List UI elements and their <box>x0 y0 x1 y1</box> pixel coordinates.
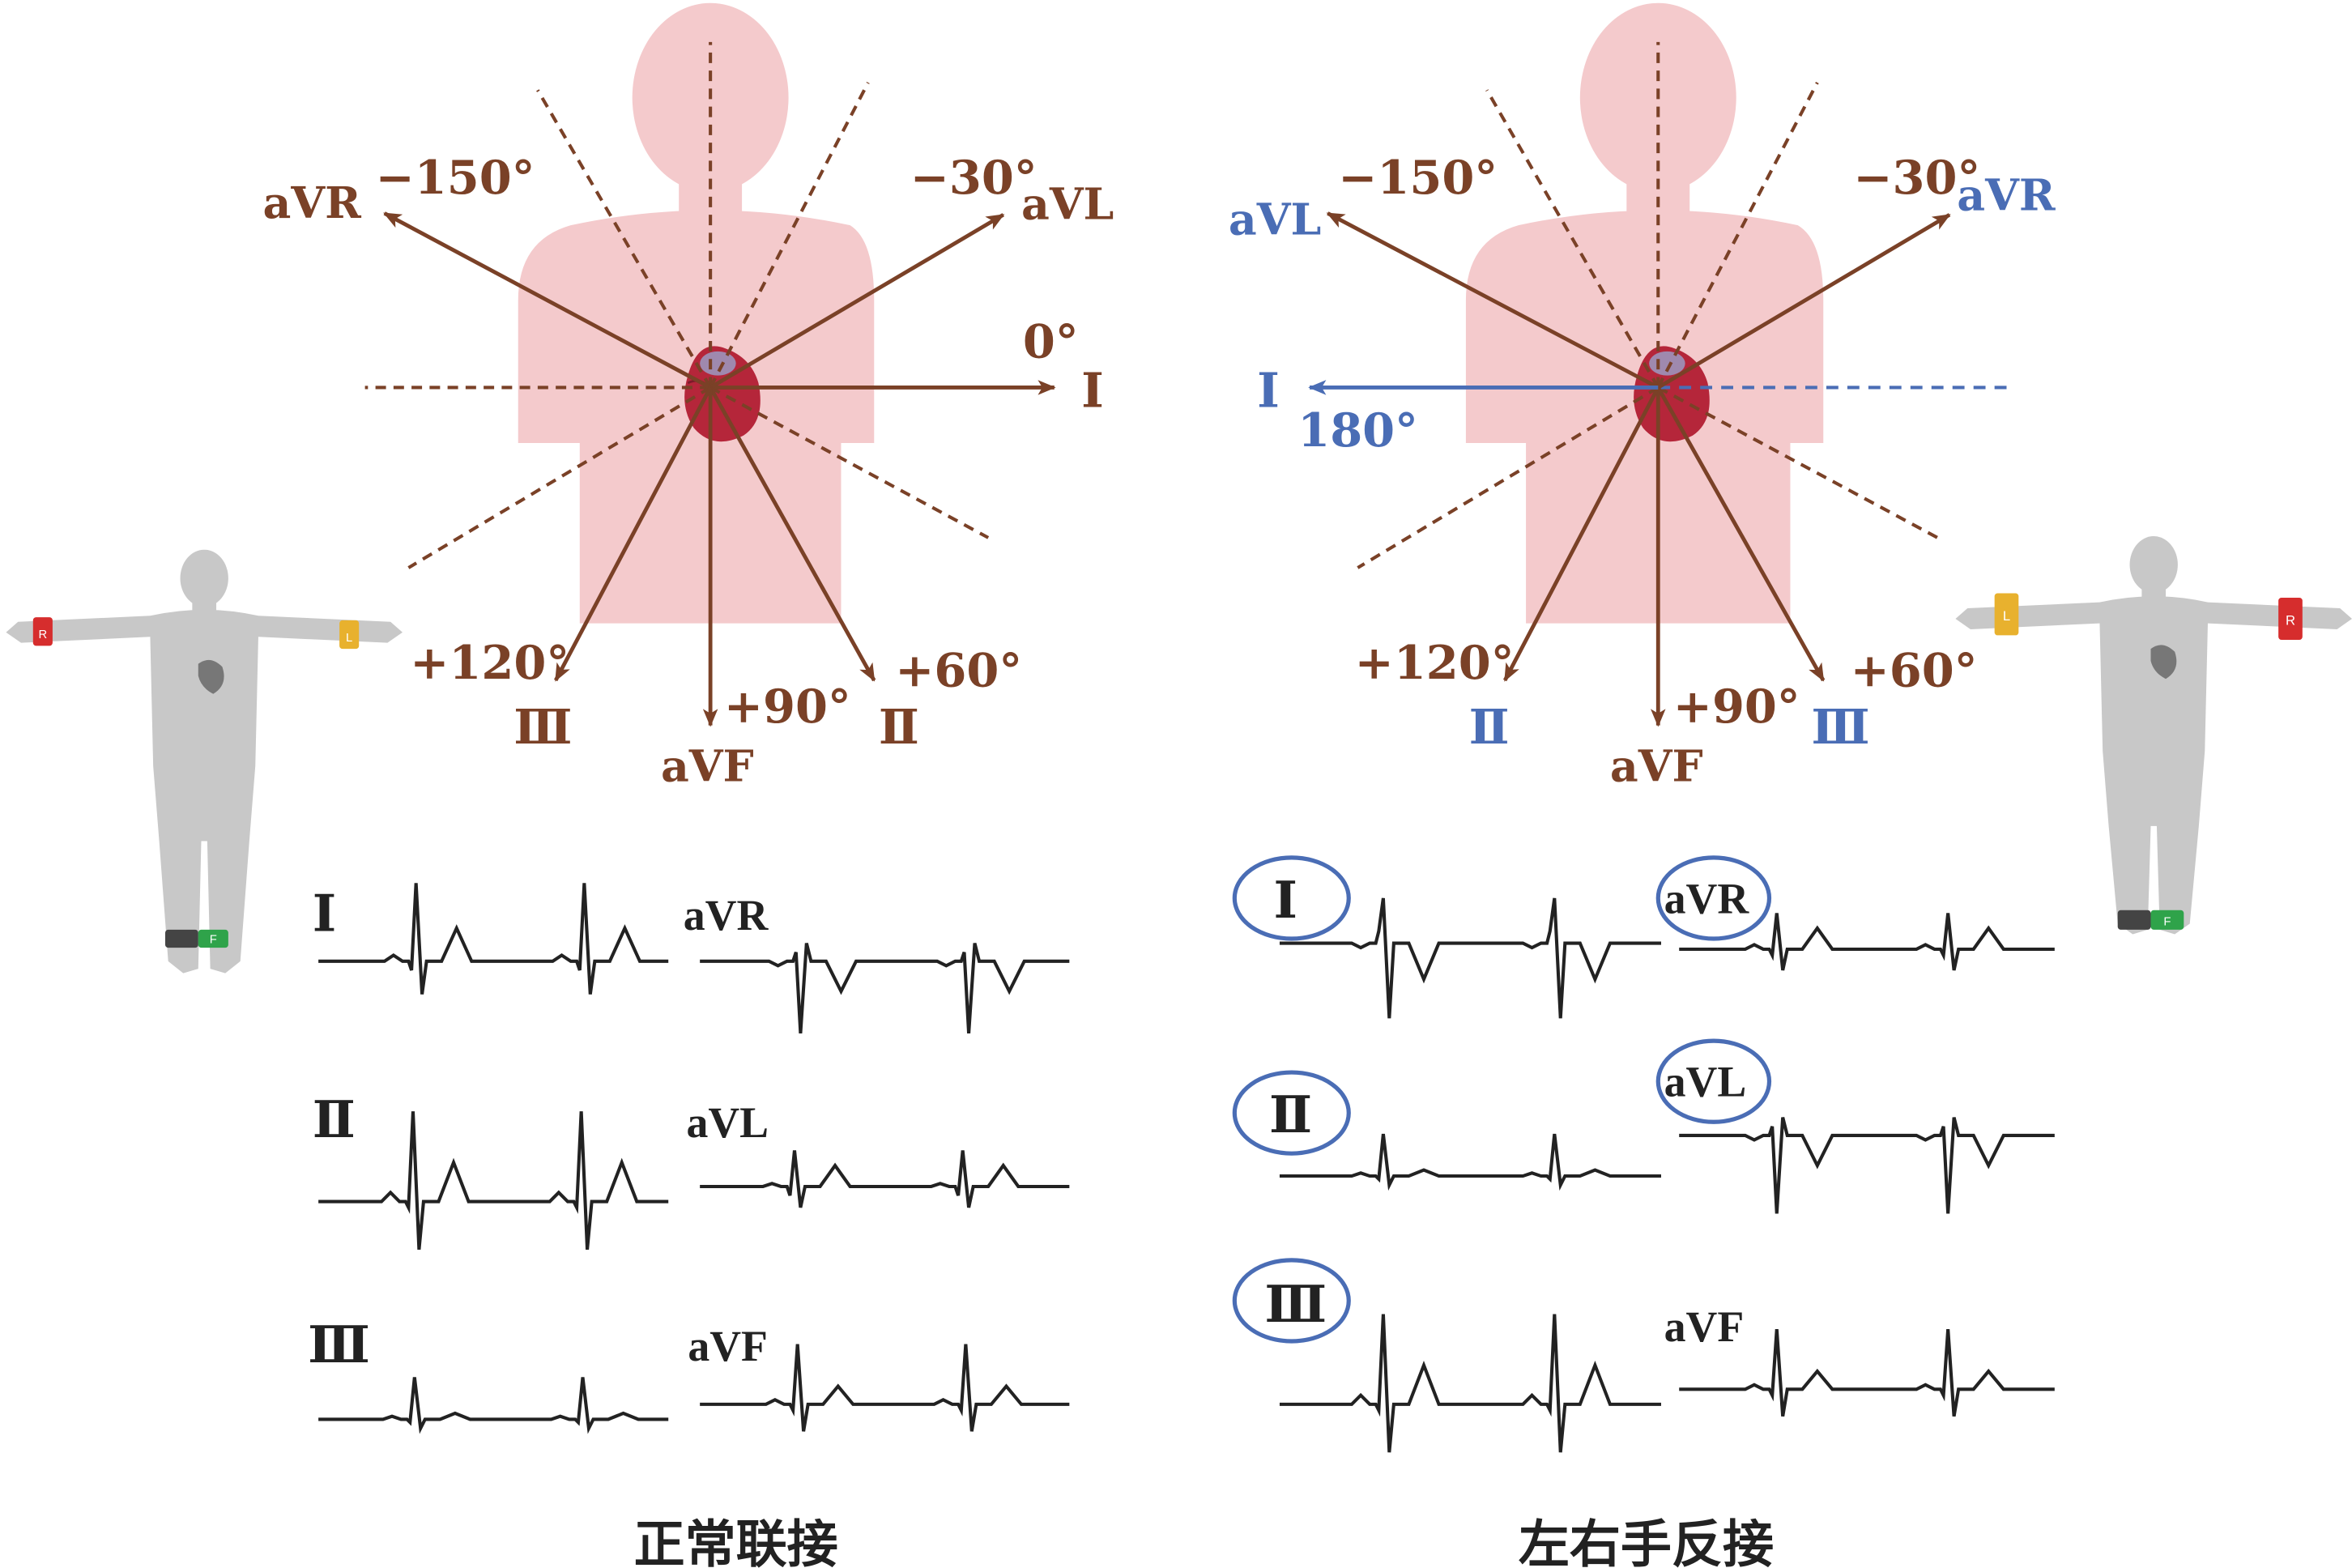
trace-I-label: Ⅰ <box>313 886 336 943</box>
axis-arrows <box>1326 211 1951 727</box>
lead-III-angle: +120° <box>410 635 569 690</box>
lead-aVR-label: aVR <box>1957 170 2056 221</box>
lead-aVR-arrow <box>1657 213 1951 390</box>
lead-II-angle: +60° <box>895 642 1022 697</box>
trace-aVL-highlight-circle <box>1655 1038 1772 1124</box>
trace-II-label: Ⅱ <box>1269 1087 1312 1144</box>
trace-aVF-label: aVF <box>688 1322 768 1370</box>
ecg-trace-III <box>318 1377 669 1434</box>
lead-III-label: Ⅲ <box>513 698 572 755</box>
lead-II-label: Ⅱ <box>1469 698 1510 755</box>
swapped-panel: aVL −150° −30° aVR I 180° +120° Ⅱ +90° a… <box>1229 2 2352 1568</box>
lead-III-arrow <box>553 386 713 682</box>
lead-I-label: I <box>1081 362 1104 419</box>
trace-aVF-label: aVF <box>1664 1302 1745 1351</box>
human-heart-icon <box>198 659 224 694</box>
trace-II-label: Ⅱ <box>313 1092 356 1148</box>
ecg-trace-aVR <box>1679 913 2055 971</box>
electrode-right: R <box>32 617 53 646</box>
human-figure-swapped <box>1955 536 2352 935</box>
normal-caption: 正常联接 <box>634 1515 838 1568</box>
ecg-trace-aVR <box>700 943 1070 1033</box>
svg-text:R: R <box>38 628 47 641</box>
lead-II-arrow <box>709 386 876 682</box>
electrode-left: L <box>1994 593 2019 636</box>
electrode-right: R <box>2278 598 2303 640</box>
lead-II-label: Ⅱ <box>879 698 919 755</box>
lead-aVF-angle: +90° <box>1673 679 1800 734</box>
ecg-trace-II <box>1279 1133 1661 1191</box>
lead-aVR-label: aVR <box>263 177 362 228</box>
trace-III-label: Ⅲ <box>308 1317 370 1374</box>
lead-aVL-angle: −30° <box>910 150 1038 205</box>
lead-aVR-angle: −150° <box>376 150 535 205</box>
svg-text:L: L <box>2003 608 2010 624</box>
trace-III-label: Ⅲ <box>1264 1276 1327 1333</box>
lead-I-angle: 0° <box>1023 313 1079 369</box>
lead-I-label: I <box>1257 362 1280 419</box>
trace-II-highlight-circle <box>1232 1070 1351 1156</box>
axis-arrows <box>383 211 1056 727</box>
svg-text:F: F <box>210 934 217 947</box>
lead-III-label: Ⅲ <box>1811 698 1869 755</box>
svg-text:F: F <box>2163 915 2171 928</box>
lead-aVL-label: aVL <box>1021 179 1114 230</box>
lead-aVR-arrow <box>383 211 712 390</box>
trace-I-highlight-circle <box>1232 855 1351 941</box>
swapped-caption: 左右手反接 <box>1519 1515 1774 1568</box>
lead-aVL-arrow <box>1326 211 1660 390</box>
ecg-trace-aVF <box>700 1344 1070 1432</box>
trace-aVR-highlight-circle <box>1655 855 1772 941</box>
electrode-foot: F <box>2117 910 2184 930</box>
lead-aVL-arrow <box>709 213 1005 390</box>
ecg-trace-I <box>1279 897 1661 1019</box>
lead-aVF-angle: +90° <box>724 679 851 734</box>
svg-text:L: L <box>346 632 352 645</box>
ecg-trace-III <box>1279 1314 1661 1453</box>
lead-I-angle: 180° <box>1297 403 1418 458</box>
ecg-trace-aVL <box>1679 1117 2055 1214</box>
lead-aVL-label: aVL <box>1229 194 1321 245</box>
axis-dashed-lines <box>364 41 990 569</box>
lead-aVR-angle: −30° <box>1853 150 1980 205</box>
lead-III-angle: +60° <box>1851 642 1978 697</box>
lead-III-arrow <box>1656 386 1826 682</box>
trace-aVL-label: aVL <box>1664 1058 1747 1106</box>
ecg-trace-aVL <box>700 1150 1070 1208</box>
trace-aVR-label: aVR <box>684 891 769 940</box>
lead-II-arrow <box>1502 386 1660 682</box>
trace-III-highlight-circle <box>1232 1258 1351 1344</box>
lead-aVL-angle: −150° <box>1338 150 1498 205</box>
trace-I-label: Ⅰ <box>1274 872 1297 929</box>
ecg-trace-aVF <box>1679 1329 2055 1417</box>
svg-text:R: R <box>2286 612 2295 628</box>
electrode-foot: F <box>164 929 228 948</box>
axis-dashed-lines <box>1357 41 1939 569</box>
trace-aVR-label: aVR <box>1664 874 1750 922</box>
human-figure-normal <box>6 549 403 974</box>
human-heart-icon <box>2150 645 2177 680</box>
electrode-left: L <box>339 620 360 650</box>
lead-aVF-label: aVF <box>1610 740 1703 791</box>
ecg-trace-I <box>318 883 669 995</box>
trace-aVL-label: aVL <box>686 1098 769 1147</box>
normal-panel: aVR −150° −30° aVL 0° I +120° Ⅲ +90° aVF… <box>6 2 1114 1568</box>
lead-aVF-label: aVF <box>661 740 754 791</box>
ecg-trace-II <box>318 1111 669 1251</box>
lead-II-angle: +120° <box>1355 635 1515 690</box>
